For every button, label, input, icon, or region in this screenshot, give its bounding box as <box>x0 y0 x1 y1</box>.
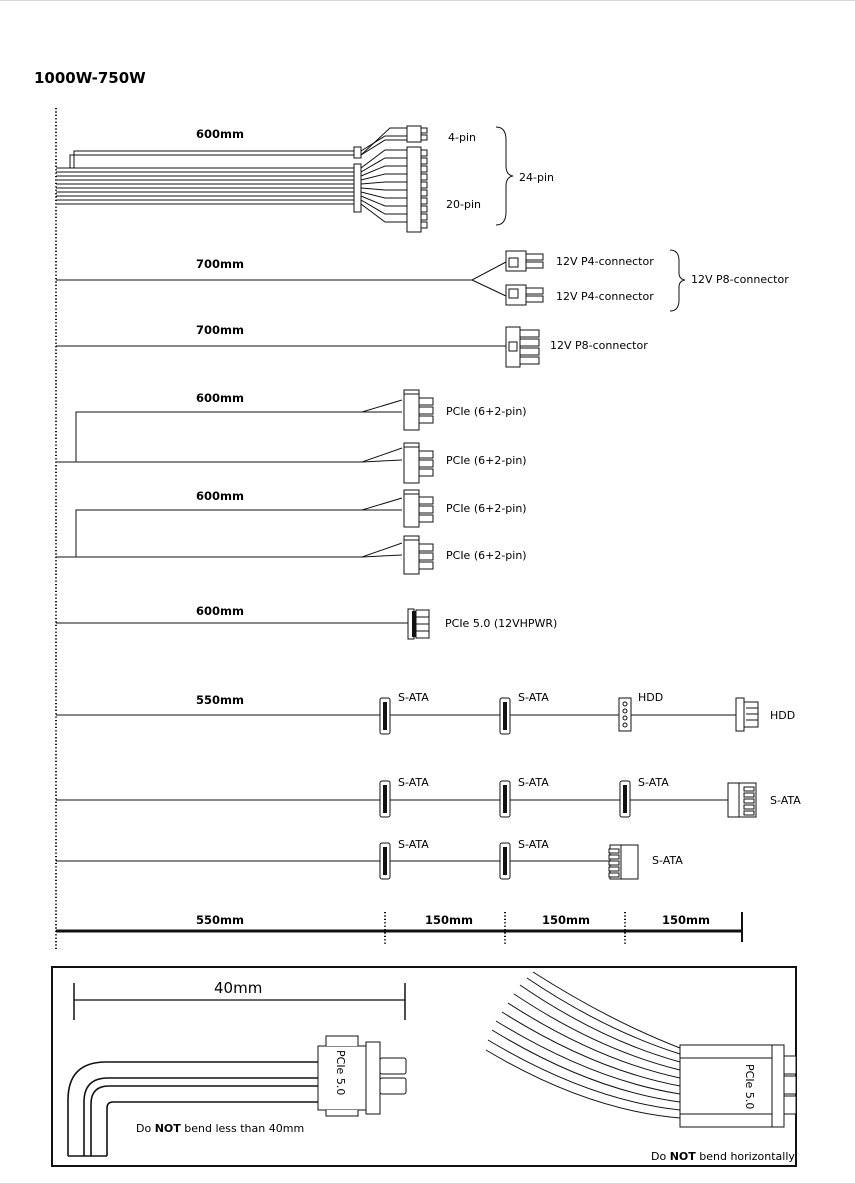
sata-hdd-length: 550mm <box>196 693 244 707</box>
connector-sata-2a <box>379 780 391 818</box>
cpu-p8-cable: 700mm 12V P8-connector <box>56 323 648 368</box>
bend-instructions: 40mm PCIe 5.0 Do NOT bend less than 40mm <box>51 966 797 1167</box>
connector-sata-1b <box>499 697 511 735</box>
connector-sata-3b <box>499 842 511 880</box>
connector-20pin <box>406 146 422 233</box>
label-sata-2a: S-ATA <box>398 776 429 789</box>
connector-sata-3c <box>608 844 639 880</box>
label-20pin: 20-pin <box>446 198 481 211</box>
label-pcie-b1: PCIe (6+2-pin) <box>446 502 527 515</box>
pcie-cable-b: 600mm PCIe (6+2-pin) PCIe (6+2-pin) <box>56 489 527 575</box>
label-p4-a: 12V P4-connector <box>556 255 654 268</box>
label-pcie-b2: PCIe (6+2-pin) <box>446 549 527 562</box>
diagram-title: 1000W-750W <box>34 69 146 87</box>
label-sata-3c: S-ATA <box>652 854 683 867</box>
brace-24pin <box>495 126 514 226</box>
bend-radius-label: 40mm <box>214 979 262 997</box>
label-sata-2c: S-ATA <box>638 776 669 789</box>
scale-seg3: 150mm <box>542 913 590 927</box>
connector-molex-1 <box>618 697 632 732</box>
note-bend-radius: Do NOT bend less than 40mm <box>136 1122 304 1135</box>
label-sata-3a: S-ATA <box>398 838 429 851</box>
label-p8: 12V P8-connector <box>550 339 648 352</box>
connector-pcie-a2 <box>403 442 434 484</box>
atx-bundle-sleeve <box>353 163 362 213</box>
sata-4-cable: S-ATA S-ATA S-ATA S-ATA <box>56 776 801 818</box>
label-sata-1b: S-ATA <box>518 691 549 704</box>
bent-cable-left <box>67 1061 318 1157</box>
label-hdd-1: HDD <box>638 691 663 704</box>
pcie-a-length: 600mm <box>196 391 244 405</box>
pcie5-label-right: PCIe 5.0 <box>743 1064 756 1109</box>
atx-length: 600mm <box>196 127 244 141</box>
connector-pcie-b1 <box>403 489 434 528</box>
connector-molex-2 <box>735 697 759 732</box>
label-sata-1a: S-ATA <box>398 691 429 704</box>
pcie-b-length: 600mm <box>196 489 244 503</box>
connector-sata-2b <box>499 780 511 818</box>
scale-seg1: 550mm <box>196 913 244 927</box>
label-24pin: 24-pin <box>519 171 554 184</box>
label-hdd-2: HDD <box>770 709 795 722</box>
cpu-p8-length: 700mm <box>196 323 244 337</box>
connector-4pin <box>406 125 422 143</box>
label-sata-2d: S-ATA <box>770 794 801 807</box>
label-pcie5: PCIe 5.0 (12VHPWR) <box>445 617 557 630</box>
label-p8-group: 12V P8-connector <box>691 273 789 286</box>
pcie-cable-a: 600mm PCIe (6+2-pin) PCIe (6+2-pin) <box>56 389 527 484</box>
label-pcie-a2: PCIe (6+2-pin) <box>446 454 527 467</box>
connector-sata-1a <box>379 697 391 735</box>
atx-split-sleeve <box>353 146 362 159</box>
label-pcie-a1: PCIe (6+2-pin) <box>446 405 527 418</box>
note-bend-horizontal: Do NOT bend horizontally <box>651 1150 795 1163</box>
atx-cable: 600mm <box>56 125 554 233</box>
brace-p8 <box>669 249 686 312</box>
connector-12vhpwr <box>407 608 430 640</box>
scale-seg2: 150mm <box>425 913 473 927</box>
cpu-split-length: 700mm <box>196 257 244 271</box>
length-scale: 550mm 150mm 150mm 150mm <box>56 912 743 946</box>
connector-pcie5-left: PCIe 5.0 <box>317 1035 407 1117</box>
connector-sata-3a <box>379 842 391 880</box>
cpu-split-cable: 700mm 12V P4-connector 12V P4-connector … <box>56 249 789 312</box>
bent-cable-right <box>485 971 681 1119</box>
label-sata-3b: S-ATA <box>518 838 549 851</box>
sata-hdd-cable: 550mm S-ATA S-ATA HDD HDD <box>56 691 795 735</box>
label-p4-b: 12V P4-connector <box>556 290 654 303</box>
pcie5-cable: 600mm PCIe 5.0 (12VHPWR) <box>56 604 557 640</box>
connector-pcie-b2 <box>403 535 434 575</box>
connector-sata-2d <box>727 782 757 818</box>
sata-3-cable: S-ATA S-ATA S-ATA <box>56 838 683 880</box>
connector-pcie5-right: PCIe 5.0 <box>679 1044 797 1128</box>
pcie5-label-left: PCIe 5.0 <box>334 1050 347 1095</box>
pcie5-length: 600mm <box>196 604 244 618</box>
label-4pin: 4-pin <box>448 131 476 144</box>
connector-sata-2c <box>619 780 631 818</box>
label-sata-2b: S-ATA <box>518 776 549 789</box>
scale-seg4: 150mm <box>662 913 710 927</box>
connector-pcie-a1 <box>403 389 434 431</box>
